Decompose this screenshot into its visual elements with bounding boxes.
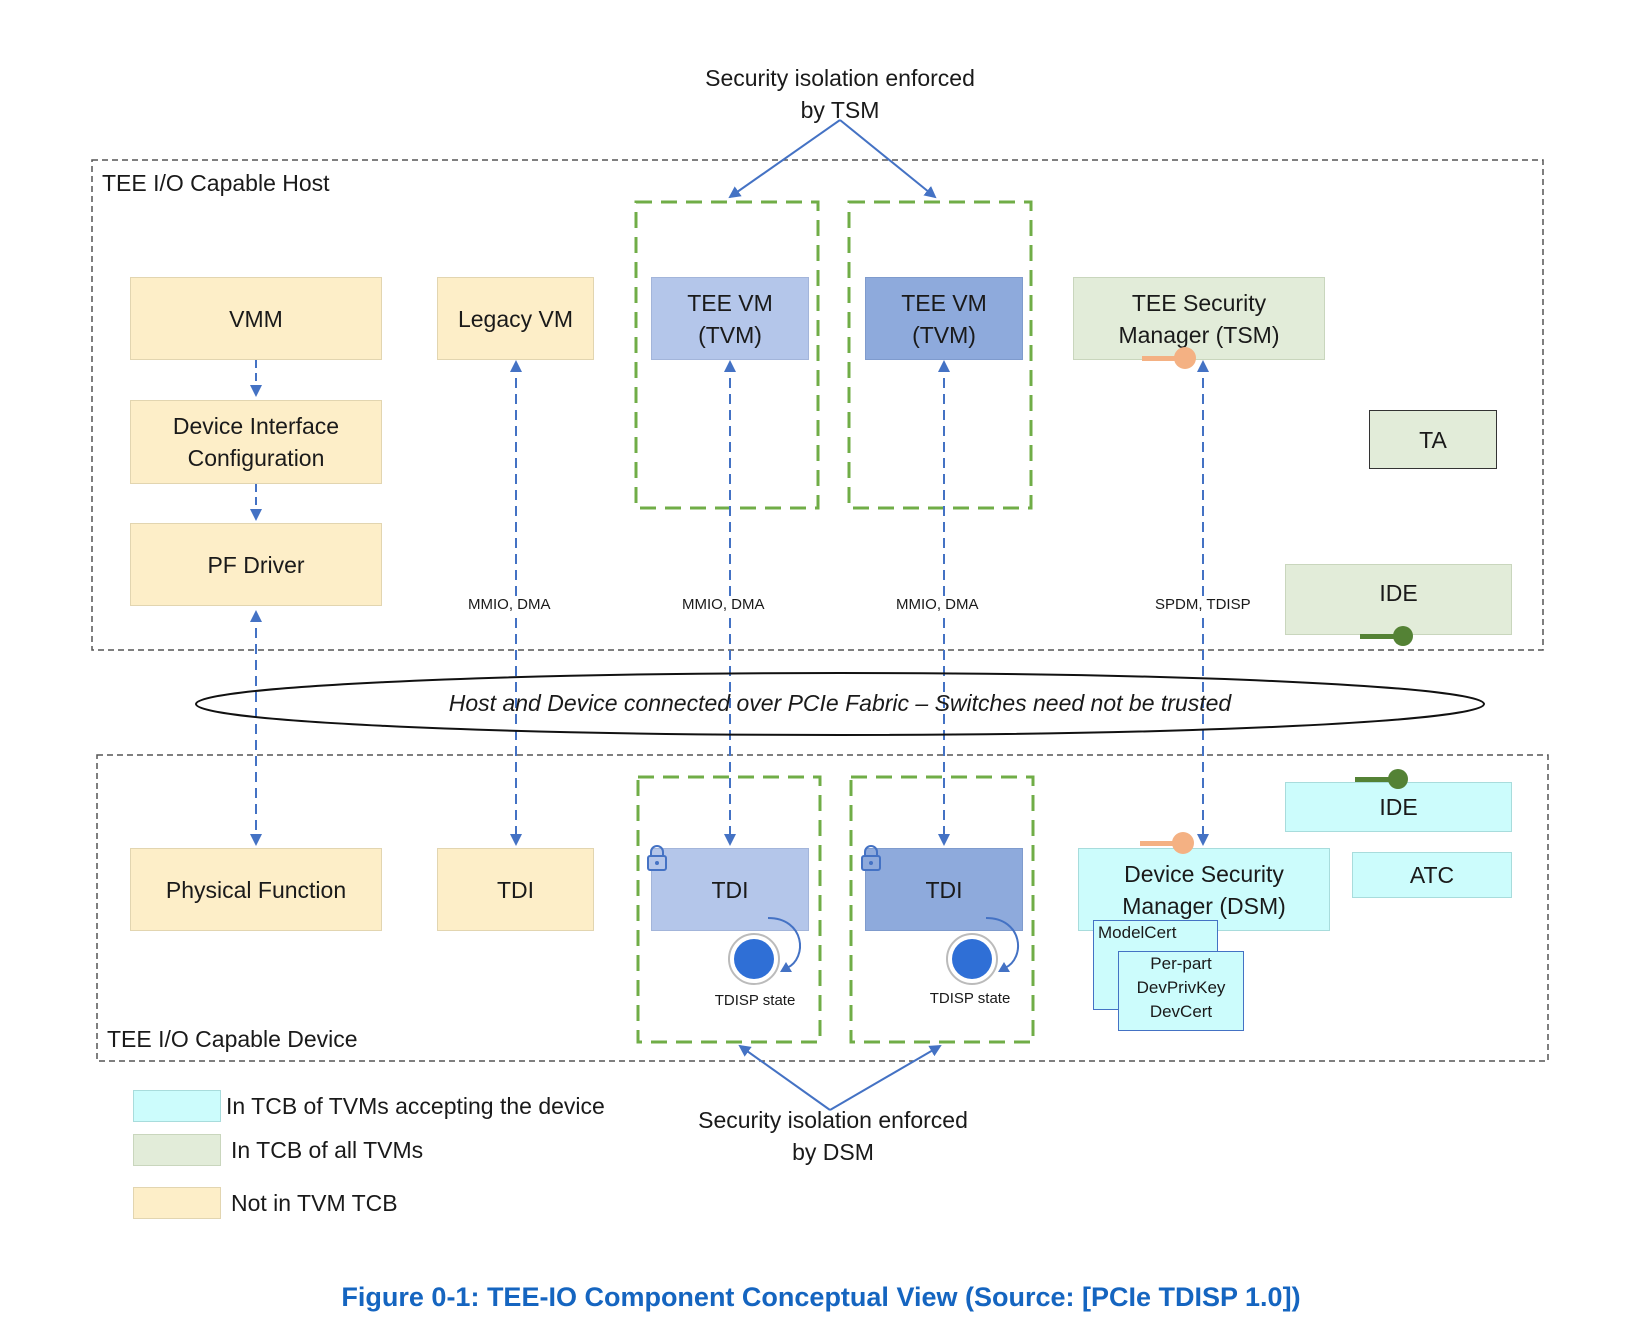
atc-box: ATC bbox=[1352, 852, 1512, 898]
tdi2-label: TDI bbox=[925, 876, 963, 903]
tsm-isolation-line2: by TSM bbox=[800, 97, 880, 123]
pcie-fabric-ellipse bbox=[195, 672, 1485, 736]
ta-label: TA bbox=[1419, 426, 1447, 453]
legend-swatch-not-in-tcb bbox=[133, 1187, 221, 1219]
tvm2-link-label: MMIO, DMA bbox=[894, 596, 981, 613]
lock-icon bbox=[861, 845, 881, 871]
model-cert-label: ModelCert bbox=[1098, 923, 1177, 942]
dsm-isolation-arrow-right bbox=[829, 1044, 942, 1111]
atc-label: ATC bbox=[1409, 862, 1455, 888]
tdisp-state-label-1: TDISP state bbox=[714, 992, 796, 1009]
dsm-key-icon bbox=[1140, 832, 1194, 854]
tsm-link-label: SPDM, TDISP bbox=[1153, 596, 1253, 613]
tdi1-box: TDI bbox=[651, 848, 809, 931]
physical-function-label: Physical Function bbox=[165, 876, 347, 903]
tsm-isolation-arrow-left bbox=[728, 119, 841, 199]
pcie-fabric-label: Host and Device connected over PCIe Fabr… bbox=[448, 690, 1232, 716]
tsm-key-icon bbox=[1142, 347, 1196, 369]
tsm-isolation-annotation: Security isolation enforced by TSM bbox=[640, 62, 1040, 126]
tdi1-label: TDI bbox=[711, 876, 749, 903]
legacy-tdi-label: TDI bbox=[496, 876, 535, 903]
dsm-isolation-line1: Security isolation enforced bbox=[698, 1107, 968, 1133]
device-ide-key-icon bbox=[1355, 769, 1408, 789]
legacy-vm-label: Legacy VM bbox=[457, 305, 574, 332]
dev-cert-label: DevCert bbox=[1149, 1002, 1213, 1021]
vmm-label: VMM bbox=[229, 305, 283, 332]
legend-label-not-in-tcb: Not in TVM TCB bbox=[231, 1190, 398, 1216]
legend-label-tvms-accepting: In TCB of TVMs accepting the device bbox=[226, 1093, 605, 1119]
host-ide-box: IDE bbox=[1285, 564, 1512, 635]
per-part-label: Per-part bbox=[1150, 954, 1212, 973]
tdisp-state-label-2: TDISP state bbox=[929, 990, 1011, 1007]
dsm-isolation-annotation: Security isolation enforced by DSM bbox=[633, 1104, 1033, 1168]
dsm-isolation-arrow-left bbox=[738, 1044, 831, 1111]
tdisp-state-icon bbox=[728, 917, 801, 985]
legend-swatch-all-tvms bbox=[133, 1134, 221, 1166]
device-ide-label: IDE bbox=[1379, 794, 1418, 820]
pf-driver-label: PF Driver bbox=[207, 551, 305, 578]
legend-swatch-tvms-accepting bbox=[133, 1090, 221, 1122]
legacy-tdi-box: TDI bbox=[437, 848, 594, 931]
tvm1-box: TEE VM(TVM) bbox=[651, 277, 809, 360]
legacy-link-label: MMIO, DMA bbox=[466, 596, 553, 613]
vmm-box: VMM bbox=[130, 277, 382, 360]
device-container-label: TEE I/O Capable Device bbox=[107, 1026, 358, 1052]
host-ide-label: IDE bbox=[1379, 579, 1418, 606]
dsm-isolation-line2: by DSM bbox=[792, 1139, 874, 1165]
tdisp-state-icon bbox=[946, 917, 1019, 985]
tvm2-label: TEE VM(TVM) bbox=[901, 289, 987, 348]
legend-label-all-tvms: In TCB of all TVMs bbox=[231, 1137, 424, 1163]
ta-box: TA bbox=[1369, 410, 1497, 469]
physical-function-box: Physical Function bbox=[130, 848, 382, 931]
pf-driver-box: PF Driver bbox=[130, 523, 382, 606]
tsm-isolation-arrow-right bbox=[839, 119, 937, 199]
lock-icon bbox=[647, 845, 667, 871]
tdi2-box: TDI bbox=[865, 848, 1023, 931]
legacy-vm-box: Legacy VM bbox=[437, 277, 594, 360]
host-container bbox=[91, 159, 1544, 651]
devcert-document: Per-part DevPrivKey DevCert bbox=[1118, 951, 1244, 1031]
tsm-isolation-line1: Security isolation enforced bbox=[705, 65, 975, 91]
host-container-label: TEE I/O Capable Host bbox=[102, 170, 330, 196]
tvm2-box: TEE VM(TVM) bbox=[865, 277, 1023, 360]
dev-priv-key-label: DevPrivKey bbox=[1136, 978, 1226, 997]
host-ide-key-icon bbox=[1360, 626, 1413, 646]
figure-caption: Figure 0-1: TEE-IO Component Conceptual … bbox=[341, 1282, 1301, 1312]
tvm1-link-label: MMIO, DMA bbox=[680, 596, 767, 613]
tvm1-label: TEE VM(TVM) bbox=[687, 289, 773, 348]
device-container bbox=[96, 754, 1549, 1062]
